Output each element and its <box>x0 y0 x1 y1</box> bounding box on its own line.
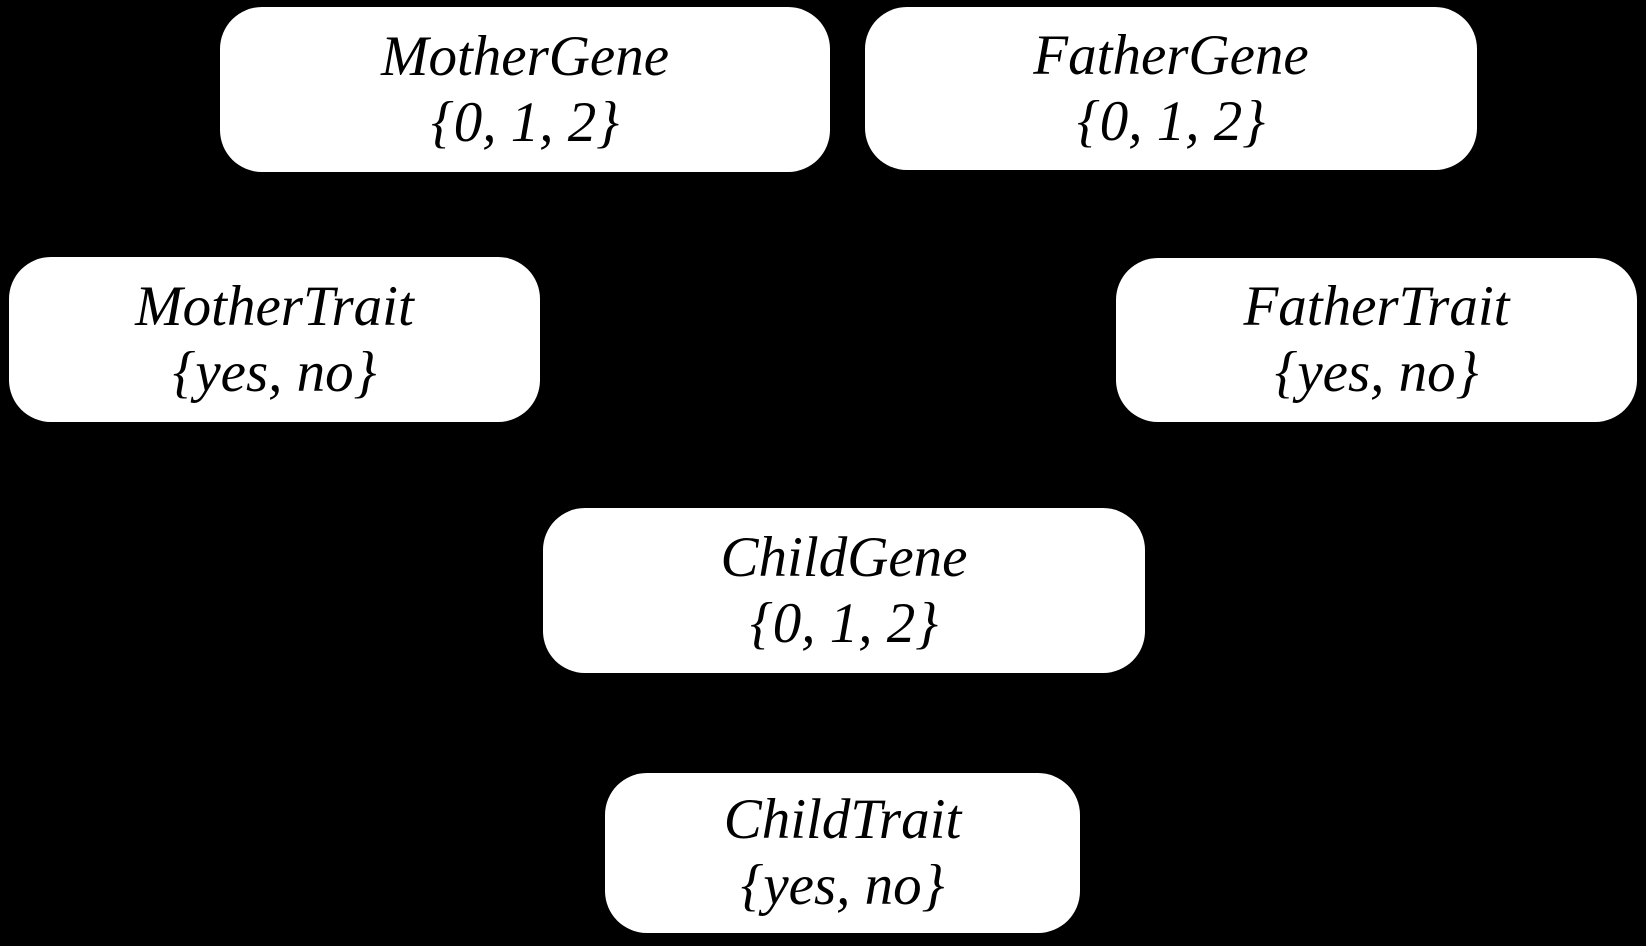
node-mother-trait: MotherTrait {yes, no} <box>9 257 540 422</box>
node-father-gene: FatherGene {0, 1, 2} <box>865 7 1477 170</box>
node-child-trait-values: {yes, no} <box>740 854 945 917</box>
node-child-trait: ChildTrait {yes, no} <box>605 773 1080 933</box>
node-mother-gene: MotherGene {0, 1, 2} <box>220 7 830 172</box>
node-father-trait-label: FatherTrait <box>1243 275 1510 339</box>
node-mother-gene-values: {0, 1, 2} <box>430 90 620 154</box>
node-child-gene: ChildGene {0, 1, 2} <box>543 508 1145 673</box>
node-mother-trait-values: {yes, no} <box>172 340 377 404</box>
node-child-trait-label: ChildTrait <box>723 788 962 852</box>
node-father-gene-label: FatherGene <box>1033 23 1309 87</box>
node-mother-trait-label: MotherTrait <box>135 274 414 338</box>
node-father-trait-values: {yes, no} <box>1274 341 1479 404</box>
node-child-gene-values: {0, 1, 2} <box>749 591 939 655</box>
node-mother-gene-label: MotherGene <box>380 24 670 88</box>
node-father-trait: FatherTrait {yes, no} <box>1116 258 1637 422</box>
node-child-gene-label: ChildGene <box>720 525 968 589</box>
node-father-gene-values: {0, 1, 2} <box>1076 89 1266 153</box>
